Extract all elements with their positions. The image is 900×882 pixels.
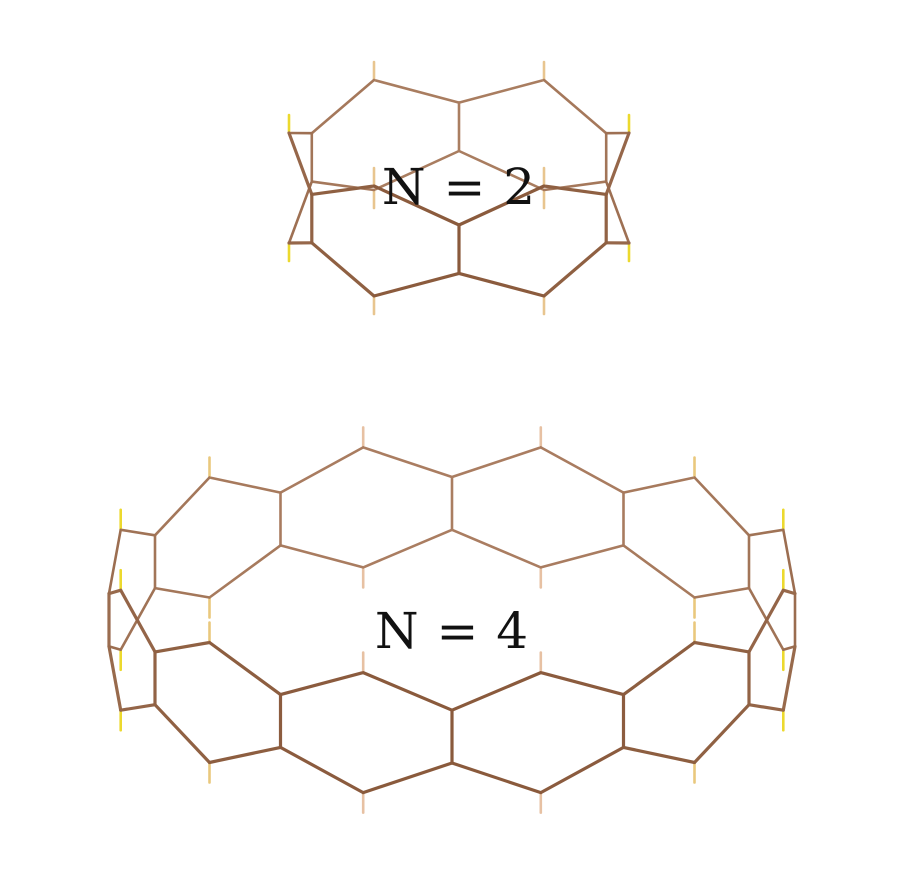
carbon-bond [155,478,210,536]
carbon-bond [363,763,452,793]
carbon-bond [281,673,364,695]
carbon-bond [281,447,364,492]
carbon-bond [624,747,695,762]
carbon-bond [783,530,795,594]
carbon-bond [624,478,695,493]
carbon-bond [541,447,624,492]
carbon-bond [695,588,750,597]
carbon-bond [155,588,210,597]
carbon-bond [459,80,544,103]
carbon-bond [606,133,629,194]
ring-label-n4: N = 4 [375,602,529,660]
carbon-bond [452,530,541,568]
carbon-bond [749,705,783,711]
carbon-bond [121,705,155,711]
carbon-bond [452,763,541,793]
carbon-bond [289,182,312,243]
ring-label-n2: N = 2 [382,158,536,216]
carbon-bond [459,273,544,296]
carbon-bond [544,186,606,194]
carbon-bond [210,747,281,762]
carbon-bond [544,243,606,296]
carbon-bond [374,273,459,296]
carbon-bond [312,80,374,133]
carbon-bond [695,705,750,763]
carbon-bond [541,545,624,567]
carbon-bond [749,530,783,536]
carbon-bond [155,643,210,652]
carbon-bond [312,243,374,296]
carbon-bond [363,673,452,711]
carbon-bond [624,643,695,695]
carbon-bond [452,447,541,477]
carbon-bond [695,643,750,652]
carbon-bond [374,80,459,103]
carbon-bond [281,545,364,567]
carbon-bond [210,545,281,597]
carbon-bond [606,182,629,243]
carbon-bond [541,747,624,792]
carbon-bond [624,545,695,597]
carbon-bond [109,646,121,710]
carbon-bond [210,478,281,493]
carbon-bond [541,673,624,695]
carbon-bond [109,530,121,594]
carbon-bond [289,133,312,194]
carbon-bond [155,705,210,763]
carbon-bond [363,530,452,568]
carbon-bond [695,478,750,536]
carbon-bond [121,530,155,536]
carbon-bond [783,646,795,710]
carbon-bond [210,643,281,695]
carbon-bond [452,673,541,711]
carbon-bond [281,747,364,792]
carbon-bond [544,80,606,133]
carbon-bond [312,186,374,194]
carbon-bond [363,447,452,477]
